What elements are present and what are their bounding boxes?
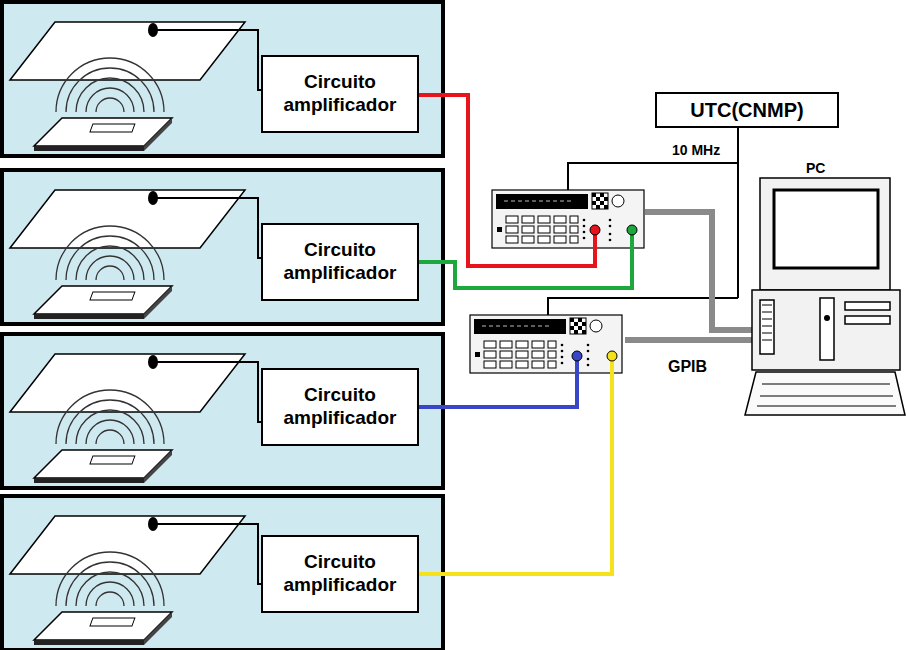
box-text: Circuito amplificador bbox=[263, 551, 417, 597]
amplifier-box: Circuito amplificador bbox=[261, 223, 419, 301]
box-text: UTC(CNMP) bbox=[690, 98, 803, 122]
annotation-label: GPIB bbox=[668, 358, 707, 376]
box-text: Circuito amplificador bbox=[263, 71, 417, 117]
amplifier-box: Circuito amplificador bbox=[261, 55, 419, 133]
time-reference-box: UTC(CNMP) bbox=[655, 92, 839, 128]
amplifier-box: Circuito amplificador bbox=[261, 368, 419, 446]
annotation-label: PC bbox=[806, 160, 825, 176]
amplifier-box: Circuito amplificador bbox=[261, 535, 419, 613]
box-text: Circuito amplificador bbox=[263, 239, 417, 285]
box-text: Circuito amplificador bbox=[263, 384, 417, 430]
annotation-label: 10 MHz bbox=[672, 142, 720, 158]
